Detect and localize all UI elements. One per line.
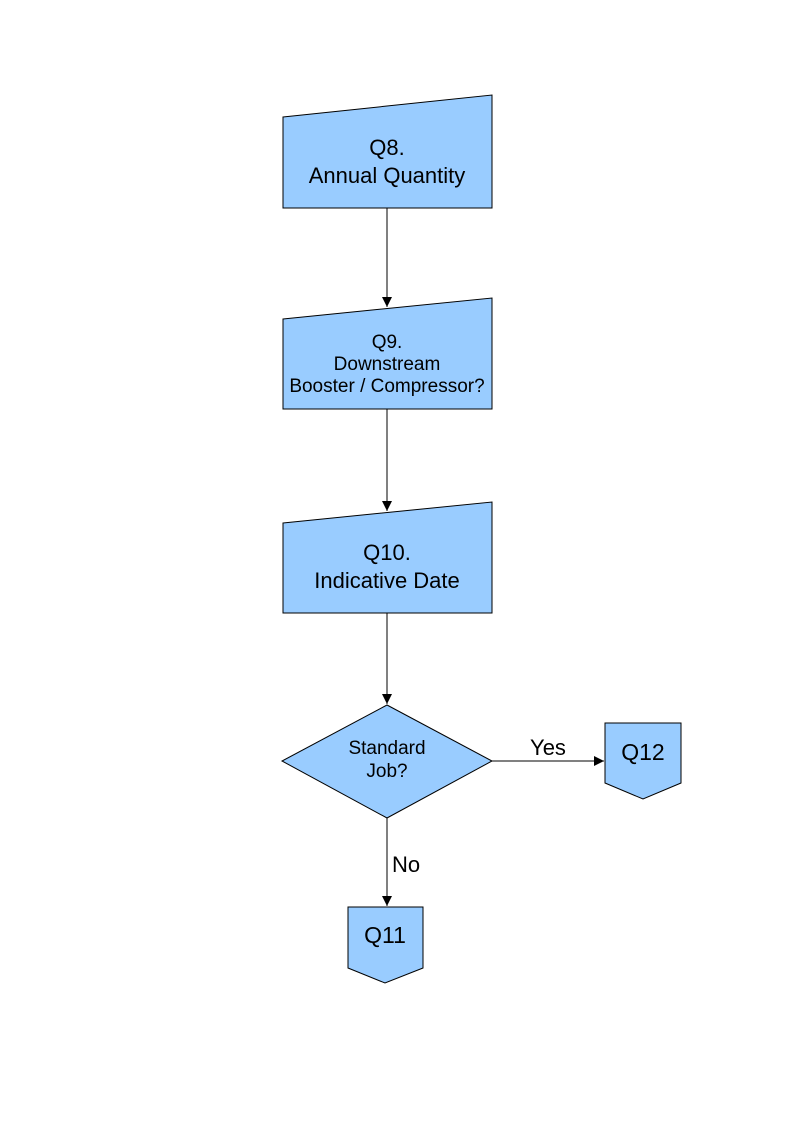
node-q12-shape [604,722,682,800]
node-q11-connector: Q11 [347,906,424,984]
node-q9-text-line3: Booster / Compressor? [289,376,484,397]
node-q9-shape [282,297,493,410]
node-q9-text-line2: Downstream [334,354,441,375]
node-q8-text-line2: Annual Quantity [309,163,466,188]
decision-text-line1: Standard [348,738,425,759]
node-q11-shape [347,906,424,984]
node-q9: Q9. Downstream Booster / Compressor? [282,297,493,410]
decision-text-line2: Job? [366,761,407,782]
node-q8-shape [282,94,493,209]
node-q8: Q8. Annual Quantity [282,94,493,209]
edge-no-label: No [392,852,420,877]
decision-diamond-shape [280,704,494,819]
node-q9-text-line1: Q9. [372,332,403,353]
node-q11-label: Q11 [364,922,406,948]
node-standard-job-decision: Standard Job? [280,704,494,819]
edge-yes-label: Yes [530,735,566,760]
node-q10: Q10. Indicative Date [282,501,493,614]
node-q12-label: Q12 [621,739,664,765]
node-q10-text-line1: Q10. [363,540,411,565]
node-q10-text-line2: Indicative Date [314,568,460,593]
node-q12-connector: Q12 [604,722,682,800]
node-q10-shape [282,501,493,614]
node-q8-text-line1: Q8. [369,135,404,160]
